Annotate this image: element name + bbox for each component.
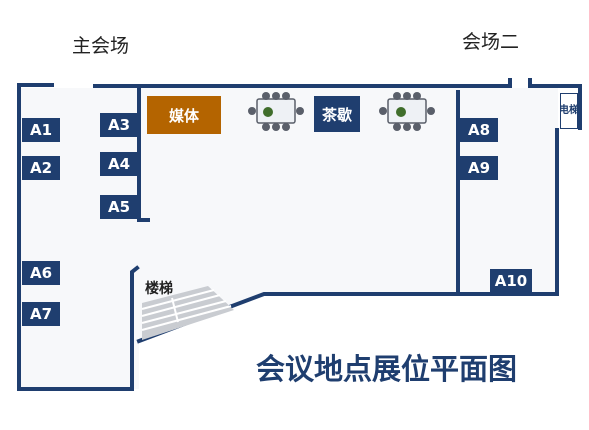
- booth-a8[interactable]: A8: [460, 118, 498, 142]
- stair-step: [141, 300, 227, 324]
- booth-a7[interactable]: A7: [22, 302, 60, 326]
- booth-a4[interactable]: A4: [100, 152, 138, 176]
- stairs: [141, 286, 234, 340]
- booth-a1[interactable]: A1: [22, 118, 60, 142]
- elevator: 电 梯: [559, 93, 579, 129]
- booth-a2[interactable]: A2: [22, 156, 60, 180]
- stairs-arrow: [171, 297, 179, 323]
- stair-step: [141, 289, 215, 310]
- stair-step: [141, 305, 232, 331]
- wall-main-top: [93, 78, 512, 88]
- plant-icon: [263, 107, 273, 117]
- table-set-left: [248, 92, 304, 131]
- wall-left-top: [17, 83, 140, 391]
- booth-a3[interactable]: A3: [100, 113, 138, 137]
- elevator-label-2: 梯: [569, 105, 579, 116]
- plan-title: 会议地点展位平面图: [256, 352, 518, 386]
- wall-inner-a3: [137, 86, 150, 222]
- venue-label-main-hall: 主会场: [72, 35, 130, 57]
- venue-label-hall-two: 会场二: [462, 31, 520, 53]
- media-area: 媒体: [147, 96, 221, 134]
- stairs-label: 楼梯: [145, 281, 173, 297]
- tea-break-area: 茶歇: [314, 96, 360, 132]
- wall-right-upper: [528, 78, 582, 130]
- booth-a5[interactable]: A5: [100, 195, 138, 219]
- booth-a9[interactable]: A9: [460, 156, 498, 180]
- booth-a6[interactable]: A6: [22, 261, 60, 285]
- booth-a10[interactable]: A10: [490, 269, 532, 293]
- stairs-block: [142, 286, 234, 340]
- table-set-right: [379, 92, 435, 131]
- stair-step: [141, 294, 221, 317]
- elevator-label-1: 电: [559, 105, 569, 116]
- plant-icon: [396, 107, 406, 117]
